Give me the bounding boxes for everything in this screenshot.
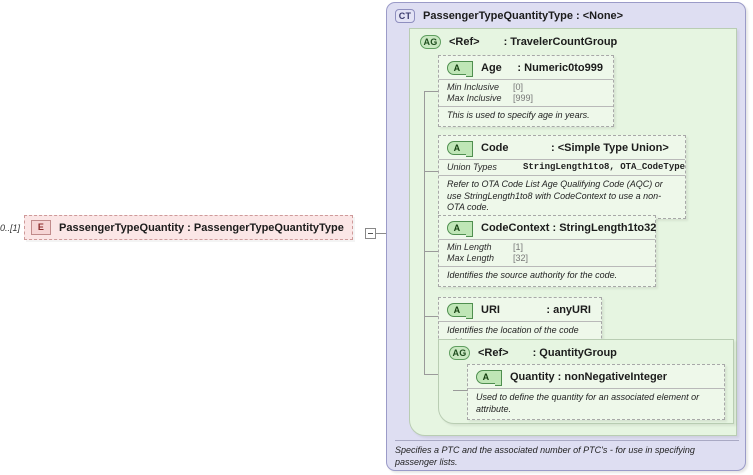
- attribute-description: Used to define the quantity for an assoc…: [468, 388, 724, 419]
- attribute-type: : Numeric0to999: [517, 62, 603, 74]
- facet-row: Union Types StringLength1to8, OTA_CodeTy…: [447, 162, 685, 173]
- tree-stub-quantity: [453, 390, 467, 391]
- element-badge-icon: E: [31, 220, 52, 235]
- facet-row: Min Inclusive [0]: [447, 82, 605, 93]
- facet-label: Min Inclusive: [447, 82, 500, 92]
- attributegroup-ref: <Ref>: [478, 347, 509, 359]
- facet-value: [0]: [513, 82, 524, 92]
- attribute-codecontext[interactable]: A CodeContext : StringLength1to32 Min Le…: [438, 215, 656, 287]
- facet-value: [32]: [513, 253, 529, 263]
- facet-value: StringLength1to8, OTA_CodeType: [523, 162, 686, 172]
- attributegroup-name: : QuantityGroup: [532, 347, 617, 359]
- cardinality-label: 0..[1]: [0, 222, 21, 233]
- attribute-description: Identifies the source authority for the …: [439, 266, 655, 286]
- facet-row: Max Length [32]: [447, 253, 647, 264]
- attribute-type: : <Simple Type Union>: [551, 142, 669, 154]
- attribute-name: Code: [481, 142, 509, 154]
- element-expander[interactable]: [365, 228, 388, 242]
- attribute-name: URI: [481, 304, 500, 316]
- element-passengertypequantity[interactable]: 0..[1] E PassengerTypeQuantity : Passeng…: [0, 215, 353, 240]
- attribute-badge-icon: A: [447, 141, 473, 157]
- attributegroup-badge-icon: AG: [449, 346, 470, 360]
- tree-stub-codecontext: [424, 251, 438, 252]
- complextype-description: Specifies a PTC and the associated numbe…: [395, 440, 739, 468]
- attribute-quantity[interactable]: A Quantity : nonNegativeInteger Used to …: [467, 364, 725, 420]
- minus-icon[interactable]: [365, 228, 376, 239]
- attribute-badge-icon: A: [447, 303, 473, 319]
- tree-stub-uri: [424, 316, 438, 317]
- facet-row: Min Length [1]: [447, 242, 647, 253]
- attribute-name: Age: [481, 62, 502, 74]
- tree-stub-age: [424, 91, 438, 92]
- element-box[interactable]: E PassengerTypeQuantity : PassengerTypeQ…: [24, 215, 353, 240]
- attributegroup-quantitygroup: AG <Ref> : QuantityGroup A Quantity : no…: [438, 339, 734, 424]
- facet-list: Min Length [1] Max Length [32]: [439, 239, 655, 266]
- attribute-name: Quantity : nonNegativeInteger: [510, 371, 668, 383]
- attribute-type: : anyURI: [546, 304, 591, 316]
- complextype-container: CT PassengerTypeQuantityType : <None> AG…: [386, 2, 746, 471]
- complextype-header: CT PassengerTypeQuantityType : <None>: [395, 9, 623, 23]
- attributegroup-badge-icon: AG: [420, 35, 441, 49]
- attribute-description: This is used to specify age in years.: [439, 106, 613, 126]
- attributegroup-travelercountgroup: AG <Ref> : TravelerCountGroup A Age : Nu…: [409, 28, 737, 436]
- facet-list: Min Inclusive [0] Max Inclusive [999]: [439, 79, 613, 106]
- attributegroup-header: AG <Ref> : TravelerCountGroup: [420, 35, 617, 49]
- facet-label: Union Types: [447, 162, 497, 172]
- complextype-title: PassengerTypeQuantityType : <None>: [423, 10, 624, 22]
- element-label: PassengerTypeQuantity : PassengerTypeQua…: [59, 221, 344, 234]
- facet-label: Max Inclusive: [447, 93, 502, 103]
- tree-stub-code: [424, 171, 438, 172]
- tree-stub-quantitygroup: [424, 374, 438, 375]
- attribute-badge-icon: A: [476, 370, 502, 386]
- facet-value: [1]: [513, 242, 524, 252]
- attributegroup-name: : TravelerCountGroup: [503, 36, 618, 48]
- facet-list: Union Types StringLength1to8, OTA_CodeTy…: [439, 159, 685, 175]
- attribute-age[interactable]: A Age : Numeric0to999 Min Inclusive [0] …: [438, 55, 614, 127]
- attribute-code[interactable]: A Code : <Simple Type Union> Union Types…: [438, 135, 686, 219]
- facet-value: [999]: [513, 93, 534, 103]
- attribute-description: Refer to OTA Code List Age Qualifying Co…: [439, 175, 685, 218]
- attributegroup-header: AG <Ref> : QuantityGroup: [449, 346, 617, 360]
- complextype-badge-icon: CT: [395, 9, 415, 23]
- facet-label: Min Length: [447, 242, 492, 252]
- attribute-badge-icon: A: [447, 221, 473, 237]
- attribute-name: CodeContext : StringLength1to32: [481, 222, 657, 234]
- attributegroup-ref: <Ref>: [449, 36, 480, 48]
- connector-line: [376, 233, 388, 234]
- attribute-badge-icon: A: [447, 61, 473, 77]
- tree-rail-vertical: [424, 91, 425, 374]
- facet-row: Max Inclusive [999]: [447, 93, 605, 104]
- facet-label: Max Length: [447, 253, 495, 263]
